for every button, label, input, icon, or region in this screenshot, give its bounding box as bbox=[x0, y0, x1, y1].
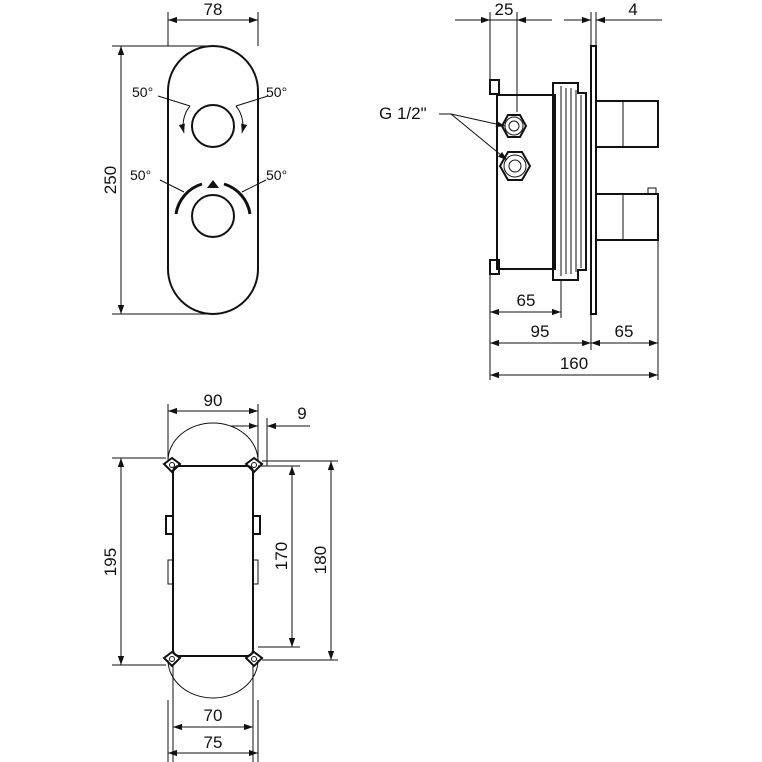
dim-label-box-width: 90 bbox=[204, 391, 223, 410]
dim-label-box-outer-width: 75 bbox=[204, 733, 223, 752]
dim-label-box-depth: 95 bbox=[531, 322, 550, 341]
side-view: G 1/2" 25 4 65 95 65 160 bbox=[379, 0, 662, 380]
dim-label-front-height: 250 bbox=[101, 166, 120, 194]
box-bottom-arc bbox=[167, 659, 259, 699]
lug-top-right bbox=[244, 456, 264, 474]
leader-lower-left bbox=[159, 179, 185, 193]
angle-label-top-left: 50° bbox=[132, 84, 153, 100]
box-tab-top bbox=[489, 79, 500, 95]
notch-right bbox=[252, 559, 259, 585]
rotation-arc-lower-left bbox=[174, 182, 203, 215]
indicator-mark bbox=[207, 180, 219, 188]
dim-label-flange: 9 bbox=[297, 404, 306, 423]
leader-lower-right bbox=[241, 179, 267, 193]
dim-label-box-outer-height: 180 bbox=[311, 546, 330, 574]
rotation-arc-upper-left bbox=[178, 105, 191, 134]
clip-right bbox=[252, 515, 261, 535]
lower-handle bbox=[595, 193, 659, 241]
thread-leader-upper bbox=[450, 113, 506, 128]
leader-upper-right bbox=[235, 95, 269, 107]
leader-upper-left bbox=[157, 95, 191, 107]
lug-bottom-left bbox=[162, 650, 182, 668]
dim-label-pipe-depth: 25 bbox=[495, 0, 514, 19]
dim-label-box-total-height: 195 bbox=[101, 548, 120, 576]
box-tab-bottom bbox=[489, 259, 500, 275]
lower-handle-button bbox=[647, 187, 657, 195]
dim-label-front-width: 78 bbox=[204, 0, 223, 19]
dim-label-box-inner-width: 70 bbox=[204, 706, 223, 725]
rotation-arc-lower-right bbox=[223, 182, 252, 215]
angle-label-bottom-left: 50° bbox=[130, 167, 151, 183]
mounting-box bbox=[496, 94, 556, 270]
box-view: 90 9 195 170 180 70 75 bbox=[101, 391, 338, 762]
pipe-connection-upper bbox=[500, 114, 528, 138]
angle-label-top-right: 50° bbox=[266, 84, 287, 100]
lug-bottom-right bbox=[244, 650, 264, 668]
thread-leader-lower bbox=[450, 113, 508, 161]
rotation-arc-upper-right bbox=[235, 105, 248, 134]
dim-label-box-inner-height: 170 bbox=[272, 542, 291, 570]
cover-plate bbox=[590, 45, 597, 315]
angle-label-bottom-right: 50° bbox=[266, 167, 287, 183]
dim-label-body-depth: 65 bbox=[517, 291, 536, 310]
clip-left bbox=[165, 515, 174, 535]
front-view: 50° 50° 50° 50° 78 250 bbox=[101, 0, 287, 315]
lug-top-left bbox=[162, 456, 182, 474]
box-top-arc bbox=[167, 422, 259, 462]
dim-label-handle-depth: 65 bbox=[615, 322, 634, 341]
dim-label-overall-depth: 160 bbox=[560, 354, 588, 373]
pipe-connection-lower bbox=[498, 151, 532, 181]
lower-knob bbox=[191, 194, 235, 238]
thread-label: G 1/2" bbox=[379, 104, 427, 123]
upper-handle bbox=[595, 100, 659, 148]
upper-knob bbox=[191, 104, 235, 148]
box-body bbox=[172, 465, 254, 657]
dim-label-plate-thickness: 4 bbox=[628, 0, 637, 19]
notch-left bbox=[167, 559, 174, 585]
